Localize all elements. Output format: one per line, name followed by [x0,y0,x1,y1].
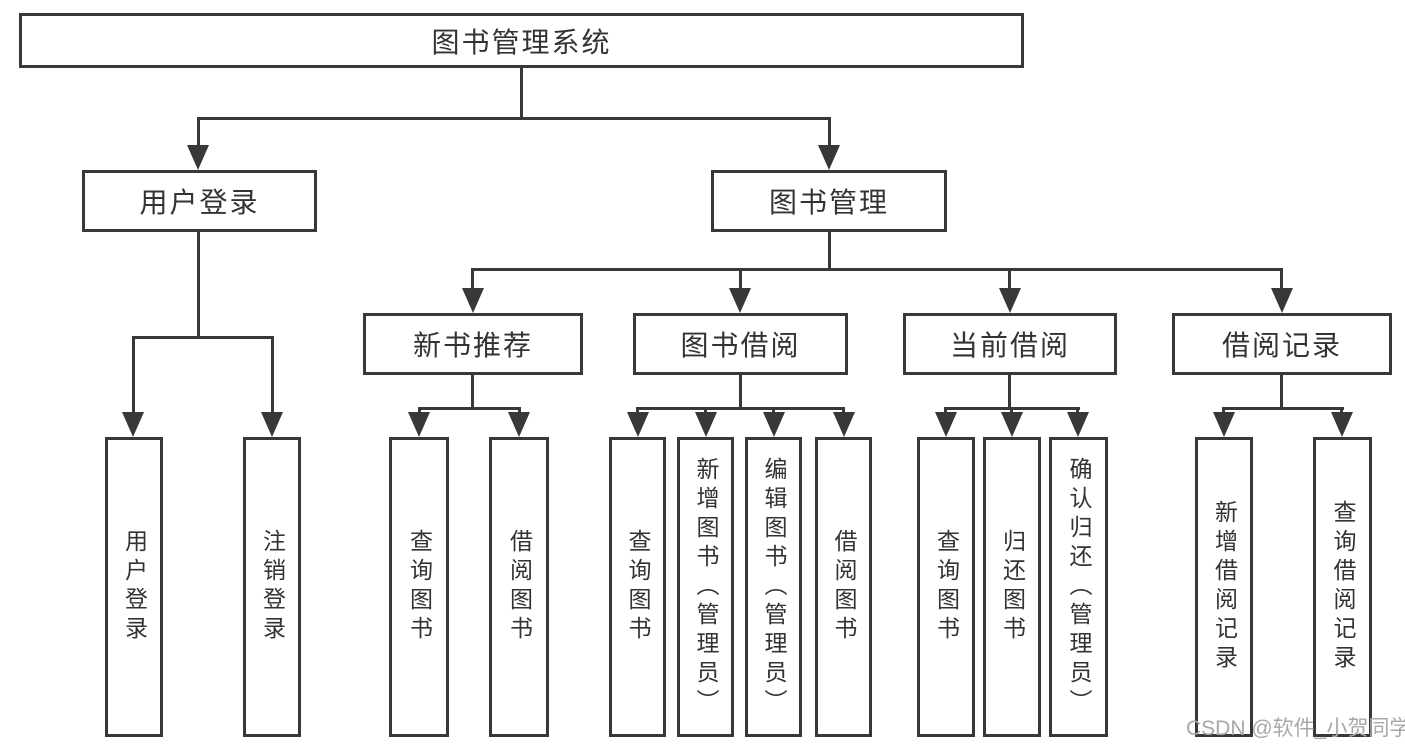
arrowhead-down-icon [1213,412,1235,437]
arrowhead-down-icon [1001,412,1023,437]
connector-line [520,68,523,118]
arrowhead-down-icon [695,412,717,437]
leaf-record-query-borrow-record: 查询借阅记录 [1313,437,1372,737]
node-label: 查询图书 [406,529,433,645]
arrowhead-down-icon [935,412,957,437]
connector-line [1076,407,1079,415]
leaf-borrow-add-book-admin: 新增图书（管理员） [677,437,734,737]
arrowhead-down-icon [627,412,649,437]
connector-line [1280,375,1283,409]
node-label: 用户登录 [121,529,148,645]
arrowhead-down-icon [462,288,484,313]
connector-line [704,407,707,415]
node-label: 查询图书 [933,529,960,645]
connector-line [1222,407,1344,410]
leaf-logout: 注销登录 [243,437,301,737]
connector-line [772,407,775,415]
leaf-borrow-query-book: 查询图书 [609,437,666,737]
arrowhead-down-icon [1271,288,1293,313]
connector-line [1010,407,1013,415]
arrowhead-down-icon [1331,412,1353,437]
connector-line [197,117,200,147]
node-user-login: 用户登录 [82,170,317,232]
connector-line [132,336,135,415]
connector-line [518,407,521,415]
csdn-watermark: CSDN @软件_小贺同学 [1186,717,1405,740]
connector-line [1222,407,1225,415]
leaf-record-add-borrow-record: 新增借阅记录 [1195,437,1253,737]
node-label: 借阅记录 [1221,330,1342,361]
arrowhead-down-icon [818,145,840,170]
leaf-borrow-edit-book-admin: 编辑图书（管理员） [745,437,802,737]
node-borrow-record: 借阅记录 [1172,313,1392,375]
node-label: 图书借阅 [680,330,801,361]
arrowhead-down-icon [999,288,1021,313]
arrowhead-down-icon [122,412,144,437]
connector-line [271,336,274,415]
arrowhead-down-icon [833,412,855,437]
connector-line [944,407,947,415]
connector-line [197,117,831,120]
connector-line [636,407,639,415]
arrowhead-down-icon [408,412,430,437]
connector-line [1008,268,1011,291]
connector-line [842,407,845,415]
connector-line [828,232,831,271]
node-label: 新增图书（管理员） [693,456,719,718]
connector-line [739,375,742,409]
node-label: 图书管理 [768,187,889,218]
node-label: 查询图书 [625,529,651,645]
node-label: 当前借阅 [949,330,1070,361]
connector-line [636,407,845,410]
node-book-borrow: 图书借阅 [633,313,848,375]
node-label: 借阅图书 [831,529,857,645]
node-label: 注销登录 [259,529,286,645]
connector-line [418,407,521,410]
node-book-management: 图书管理 [711,170,947,232]
leaf-recommend-borrow-book: 借阅图书 [489,437,549,737]
connector-line [197,232,200,339]
connector-line [471,268,474,291]
node-label: 归还图书 [999,529,1026,645]
leaf-current-query-book: 查询图书 [917,437,975,737]
arrowhead-down-icon [1067,412,1089,437]
connector-line [132,336,274,339]
node-label: 借阅图书 [506,529,533,645]
leaf-recommend-query-book: 查询图书 [389,437,449,737]
arrowhead-down-icon [187,145,209,170]
arrowhead-down-icon [508,412,530,437]
leaf-current-confirm-return-admin: 确认归还（管理员） [1049,437,1108,737]
connector-line [739,268,742,291]
connector-line [471,375,474,409]
connector-line [828,117,831,147]
node-label: 新书推荐 [412,330,533,361]
node-label: 用户登录 [139,187,260,218]
arrowhead-down-icon [261,412,283,437]
node-label: 新增借阅记录 [1211,500,1238,674]
connector-line [418,407,421,415]
node-label: 确认归还（管理员） [1066,456,1092,718]
leaf-borrow-borrow-book: 借阅图书 [815,437,872,737]
node-label: 查询借阅记录 [1330,500,1356,674]
connector-line [471,268,1283,271]
node-library-management-system: 图书管理系统 [19,13,1024,68]
node-current-borrow: 当前借阅 [903,313,1117,375]
connector-line [1008,375,1011,409]
connector-line [1340,407,1343,415]
node-new-book-recommend: 新书推荐 [363,313,583,375]
connector-line [1280,268,1283,291]
arrowhead-down-icon [729,288,751,313]
arrowhead-down-icon [763,412,785,437]
leaf-current-return-book: 归还图书 [983,437,1041,737]
node-label: 编辑图书（管理员） [761,456,787,718]
leaf-user-login: 用户登录 [105,437,163,737]
node-label: 图书管理系统 [431,26,612,58]
